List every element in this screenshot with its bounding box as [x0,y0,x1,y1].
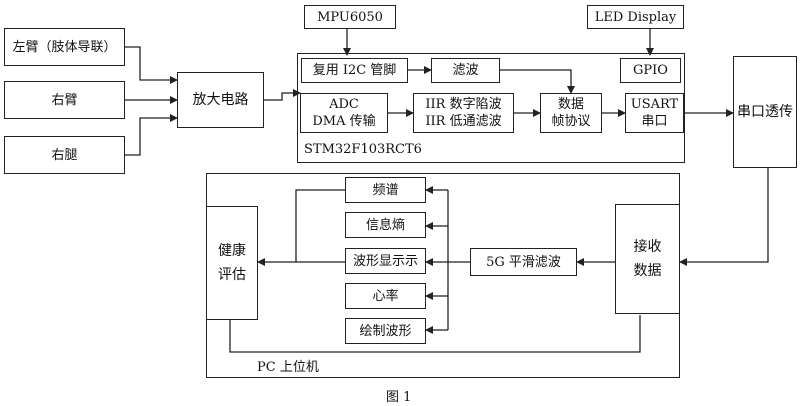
left-arm-box: 左臂（肢体导联） [4,28,125,66]
right-leg-box: 右腿 [4,136,125,174]
frame-protocol-box: 数据 帧协议 [540,93,602,133]
receive-line2: 数据 [633,263,662,279]
pc-frame [206,173,680,378]
serial-passthrough-box: 串口透传 [733,56,797,168]
draw-waveform-box: 绘制波形 [345,318,426,344]
wire-amp-adc [264,89,301,101]
mcu-frame [297,53,685,163]
spectrum-box: 频谱 [345,177,426,203]
health-line2: 评估 [218,267,246,283]
health-evaluation-box: 健康 评估 [206,206,258,320]
wire-serial-receive [679,168,769,266]
wire-leftarm-amp [125,46,178,84]
receive-line1: 接收 [633,239,662,255]
smooth-filter-box: 5G 平滑滤波 [470,248,577,276]
wire-bottom-loop [229,315,641,353]
iir-lowpass-label: IIR 低通滤波 [425,114,502,129]
mpu6050-box: MPU6050 [304,5,396,29]
health-line1: 健康 [218,243,246,259]
right-arm-box: 右臂 [4,81,125,119]
figure-caption: 图 1 [386,390,412,405]
amplifier-box: 放大电路 [177,72,264,128]
pc-label: PC 上位机 [257,360,319,375]
frame-line2: 帧协议 [551,114,591,129]
gpio-box: GPIO [620,58,681,83]
receive-data-box: 接收 数据 [615,204,680,314]
mcu-label: STM32F103RCT6 [304,142,422,157]
dma-label: DMA 传输 [312,114,376,129]
adc-dma-box: ADC DMA 传输 [300,93,388,133]
adc-label: ADC [329,97,359,112]
iir-notch-label: IIR 数字陷波 [425,97,502,112]
entropy-box: 信息熵 [345,212,426,238]
i2c-box: 复用 I2C 管脚 [301,58,408,83]
wire-rightleg-amp [125,114,178,156]
wire-filter-frame [500,69,575,94]
wire-spectrum-health [295,189,345,262]
usart-line2: 串口 [641,114,668,129]
usart-box: USART 串口 [625,93,684,133]
frame-line1: 数据 [557,97,584,112]
led-display-box: LED Display [587,5,684,29]
iir-box: IIR 数字陷波 IIR 低通滤波 [413,93,514,133]
waveform-display-box: 波形显示示 [345,248,426,274]
filter-box: 滤波 [431,58,500,83]
usart-line1: USART [630,97,679,112]
heart-rate-box: 心率 [345,283,426,309]
